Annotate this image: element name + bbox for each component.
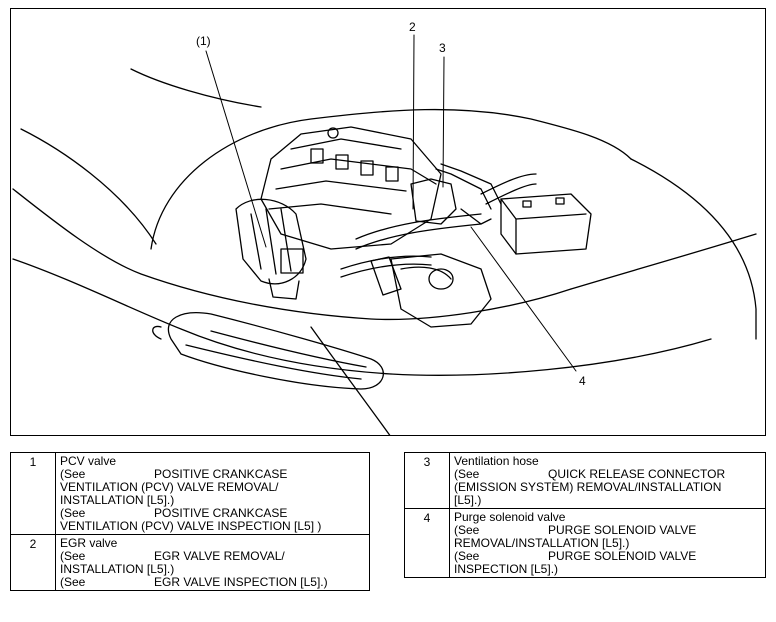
component-name: Purge solenoid valve [454, 510, 566, 524]
component-name: Ventilation hose [454, 454, 539, 468]
battery [500, 193, 592, 255]
reference-line: REMOVAL/INSTALLATION [L5].) [454, 536, 630, 550]
car-body-outline [12, 68, 757, 435]
hoses-and-valves [340, 163, 537, 278]
reference-line: VENTILATION (PCV) VALVE INSPECTION [L5] … [60, 519, 322, 533]
callout-1: (1) [196, 34, 211, 48]
reference-line: [L5].) [454, 493, 482, 507]
component-number: 2 [10, 534, 56, 591]
callout-3: 3 [439, 41, 446, 55]
reference-line: INSTALLATION [L5].) [60, 493, 175, 507]
reference-line: INSTALLATION [L5].) [60, 562, 175, 576]
exhaust-manifold [235, 198, 307, 300]
engine-block [260, 126, 442, 250]
component-name: PCV valve [60, 454, 117, 468]
engine-bay-drawing [12, 34, 757, 435]
reference-line: INSPECTION [L5].) [454, 562, 559, 576]
leader-lines [205, 34, 577, 372]
reference-line: (EMISSION SYSTEM) REMOVAL/INSTALLATION [454, 480, 722, 494]
reference-line: VENTILATION (PCV) VALVE REMOVAL/ [60, 480, 279, 494]
air-cleaner [370, 253, 492, 328]
component-number: 3 [404, 452, 450, 509]
component-name: EGR valve [60, 536, 118, 550]
callout-2: 2 [409, 20, 416, 34]
engine-illustration: (1) 2 3 4 [10, 8, 766, 436]
front-grille [152, 312, 384, 390]
callout-4: 4 [579, 374, 586, 388]
component-number: 1 [10, 452, 56, 535]
component-number: 4 [404, 508, 450, 578]
